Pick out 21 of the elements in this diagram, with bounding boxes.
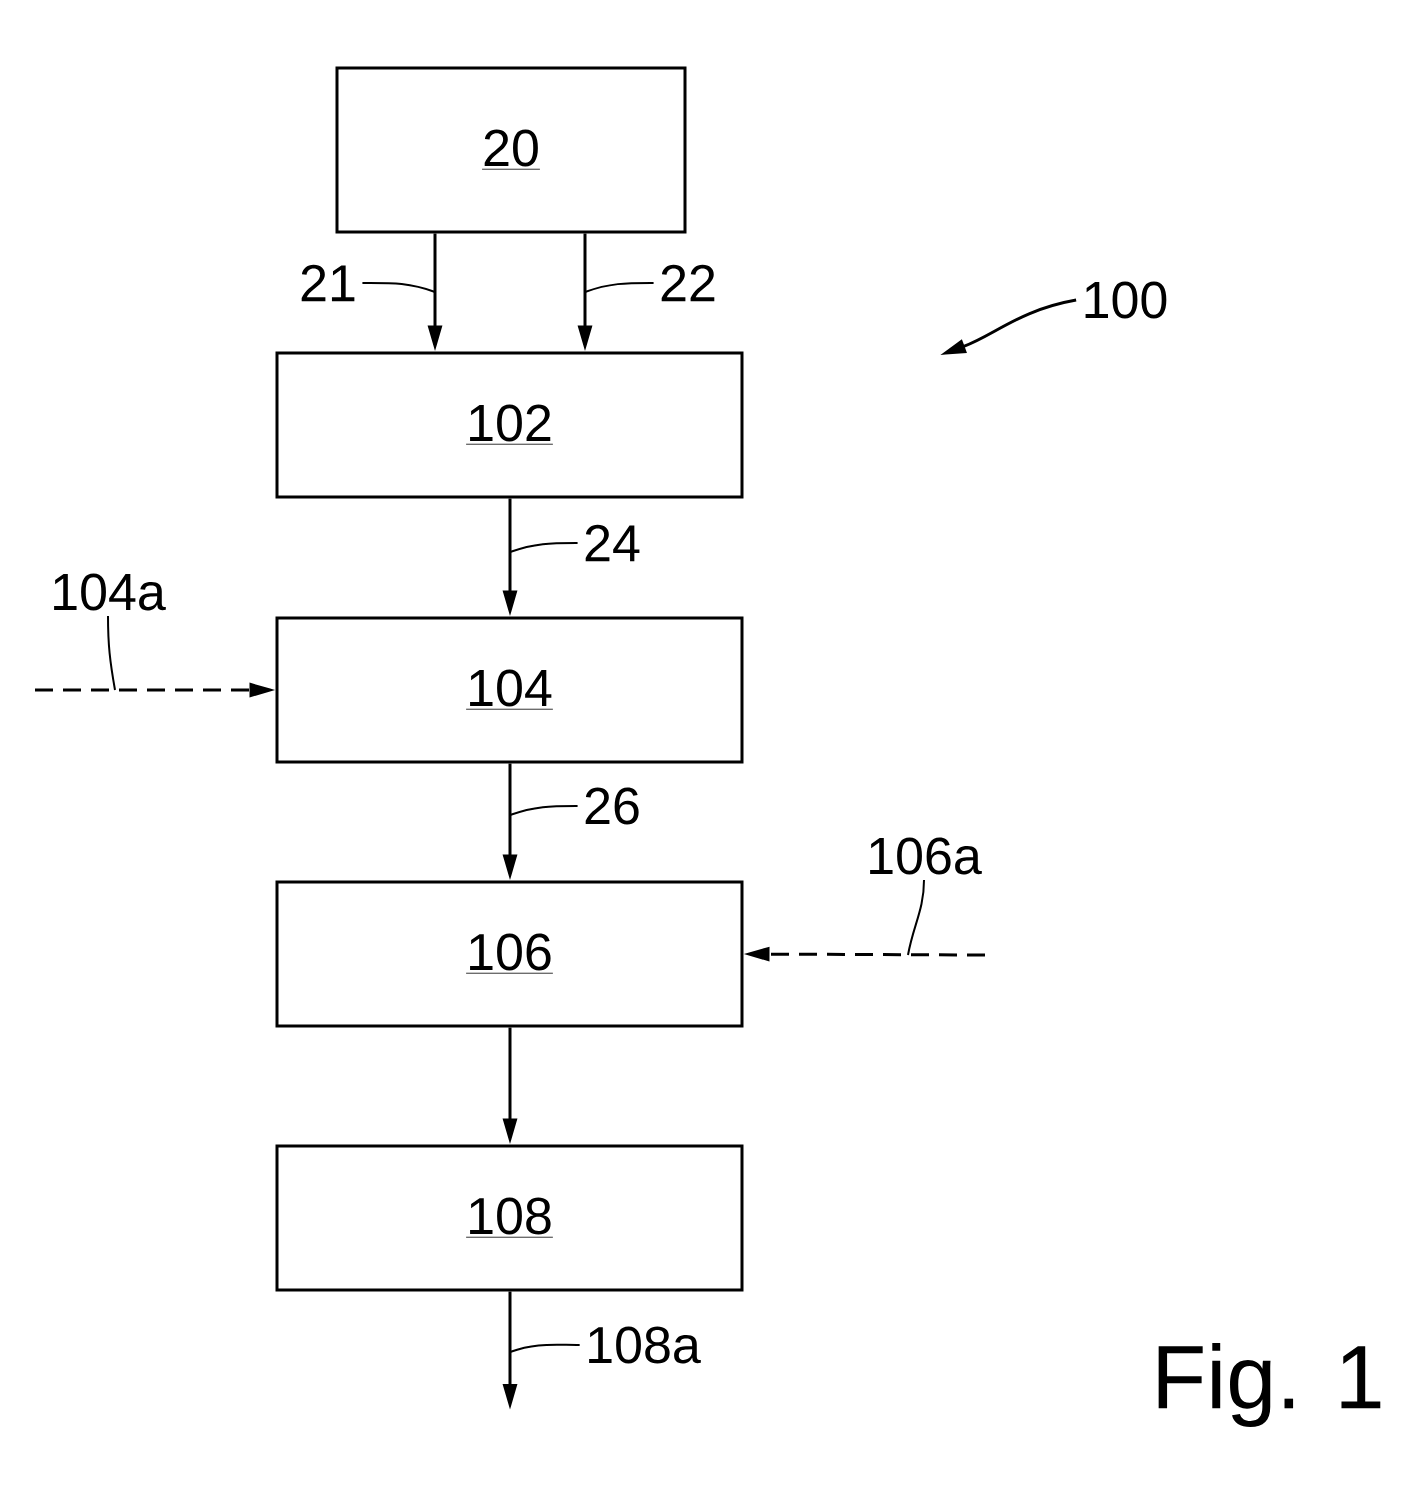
leader-line — [509, 805, 579, 816]
leader-line — [907, 878, 925, 956]
leader-line — [107, 614, 116, 691]
reference-numeral: 106a — [870, 837, 982, 875]
process-box: 104 — [275, 616, 744, 764]
leader-line — [584, 282, 655, 293]
process-box: 106 — [275, 880, 744, 1028]
reference-numeral: 26 — [585, 787, 639, 825]
leader-line — [509, 1343, 581, 1353]
process-box: 108 — [275, 1144, 744, 1292]
reference-numeral: 21 — [301, 264, 355, 302]
process-box: 102 — [275, 351, 744, 499]
reference-numeral: 24 — [585, 524, 640, 562]
leader-line — [361, 282, 436, 293]
figure-label: Fig. 1 — [1158, 1343, 1381, 1427]
reference-numeral: 104a — [54, 573, 166, 611]
process-box: 20 — [335, 66, 687, 234]
leader-line — [509, 542, 579, 553]
reference-numeral: 100 — [1085, 281, 1167, 319]
reference-numeral: 22 — [661, 264, 715, 302]
reference-numeral: 108a — [589, 1326, 701, 1364]
